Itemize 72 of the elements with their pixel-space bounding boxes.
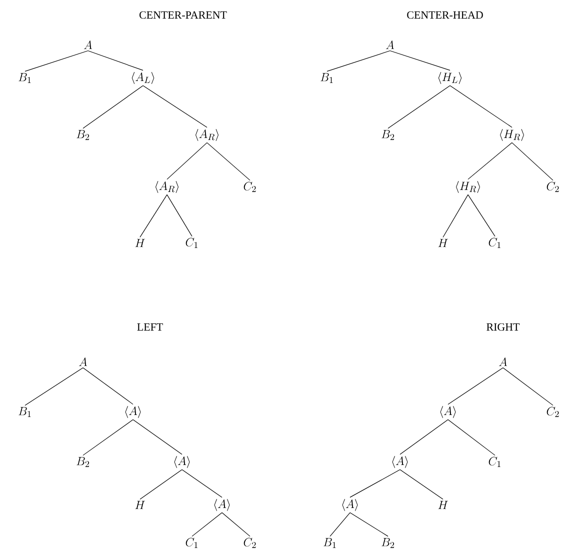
tree-label: $A$ [79,358,88,366]
tree-branch [222,512,250,537]
tree-label: $H$ [438,238,448,248]
tree-label: $\langle A\rangle$ [342,499,358,511]
tree-label: $\langle A\rangle$ [125,406,141,418]
tree-branch [24,367,84,406]
tree-branch [502,367,554,406]
tree-label: $B_2$ [382,538,394,548]
tree-label: $B_1$ [320,73,333,83]
tree-branch [140,469,182,500]
tree-branch [206,142,250,181]
tree-branch [166,142,208,180]
tree-label: $C_1$ [488,456,501,467]
tree-label: $\langle A_R\rangle$ [196,129,218,141]
tree-branch [140,194,168,238]
tree-branch [400,419,448,455]
tree-branch [468,194,496,237]
tree-branch [350,469,400,498]
panel-title: LEFT [137,323,163,331]
tree-branch [350,512,388,537]
tree-branch [82,367,134,405]
tree-branch [330,512,350,537]
tree-branch [448,419,496,456]
tree-label: $C_1$ [488,238,501,248]
tree-branch [468,142,512,180]
tree-branch [82,85,144,129]
tree-label: $C_1$ [186,238,198,248]
tree-label: $\langle H_L\rangle$ [438,72,462,84]
tree-label: $\langle H_R\rangle$ [500,129,524,141]
tree-label: $B_1$ [18,407,31,417]
panel-title: CENTER-PARENT [140,11,227,19]
tree-label: $C_2$ [244,538,256,548]
tree-label: $A$ [386,40,394,50]
tree-label: $A$ [84,40,92,50]
tree-label: $H$ [135,238,145,248]
tree-label: $C_1$ [186,538,198,548]
tree-label: $\langle A\rangle$ [440,406,456,418]
tree-branch [166,194,192,237]
tree-label: $\langle A\rangle$ [392,456,408,468]
tree-branch [326,50,390,72]
tree-label: $C_2$ [244,182,256,192]
tree-branch [192,512,222,537]
tree-branch [448,367,504,405]
tree-label: $\langle A_R\rangle$ [156,181,178,193]
tree-label: $B_1$ [324,538,336,548]
tree-label: $H$ [438,500,448,510]
tree-branch [390,50,450,71]
tree-label: $B_2$ [76,130,90,140]
panel-title: RIGHT [486,323,520,331]
tree-branch [512,142,554,181]
tree-branch [82,419,134,456]
tree-branch [182,469,222,498]
tree-branch [400,469,444,500]
tree-branch [88,50,144,71]
tree-label: $A$ [499,358,508,366]
tree-branch [450,85,512,128]
tree-label: $B_2$ [382,130,394,140]
tree-branch [142,85,208,128]
tree-branch [388,85,450,129]
tree-label: $\langle H_R\rangle$ [456,181,480,193]
tree-label: $\langle A_L\rangle$ [132,72,154,84]
panel-title: CENTER-HEAD [407,11,483,19]
tree-label: $C_2$ [546,182,559,192]
tree-branch [24,50,88,72]
tree-branch [442,194,468,238]
tree-label: $C_2$ [546,406,559,417]
tree-label: $\langle A\rangle$ [214,499,230,511]
tree-label: $\langle A\rangle$ [174,456,190,468]
tree-label: $B_1$ [18,73,31,83]
tree-label: $B_2$ [76,457,90,467]
tree-label: $H$ [135,500,145,510]
tree-branch [132,419,182,455]
